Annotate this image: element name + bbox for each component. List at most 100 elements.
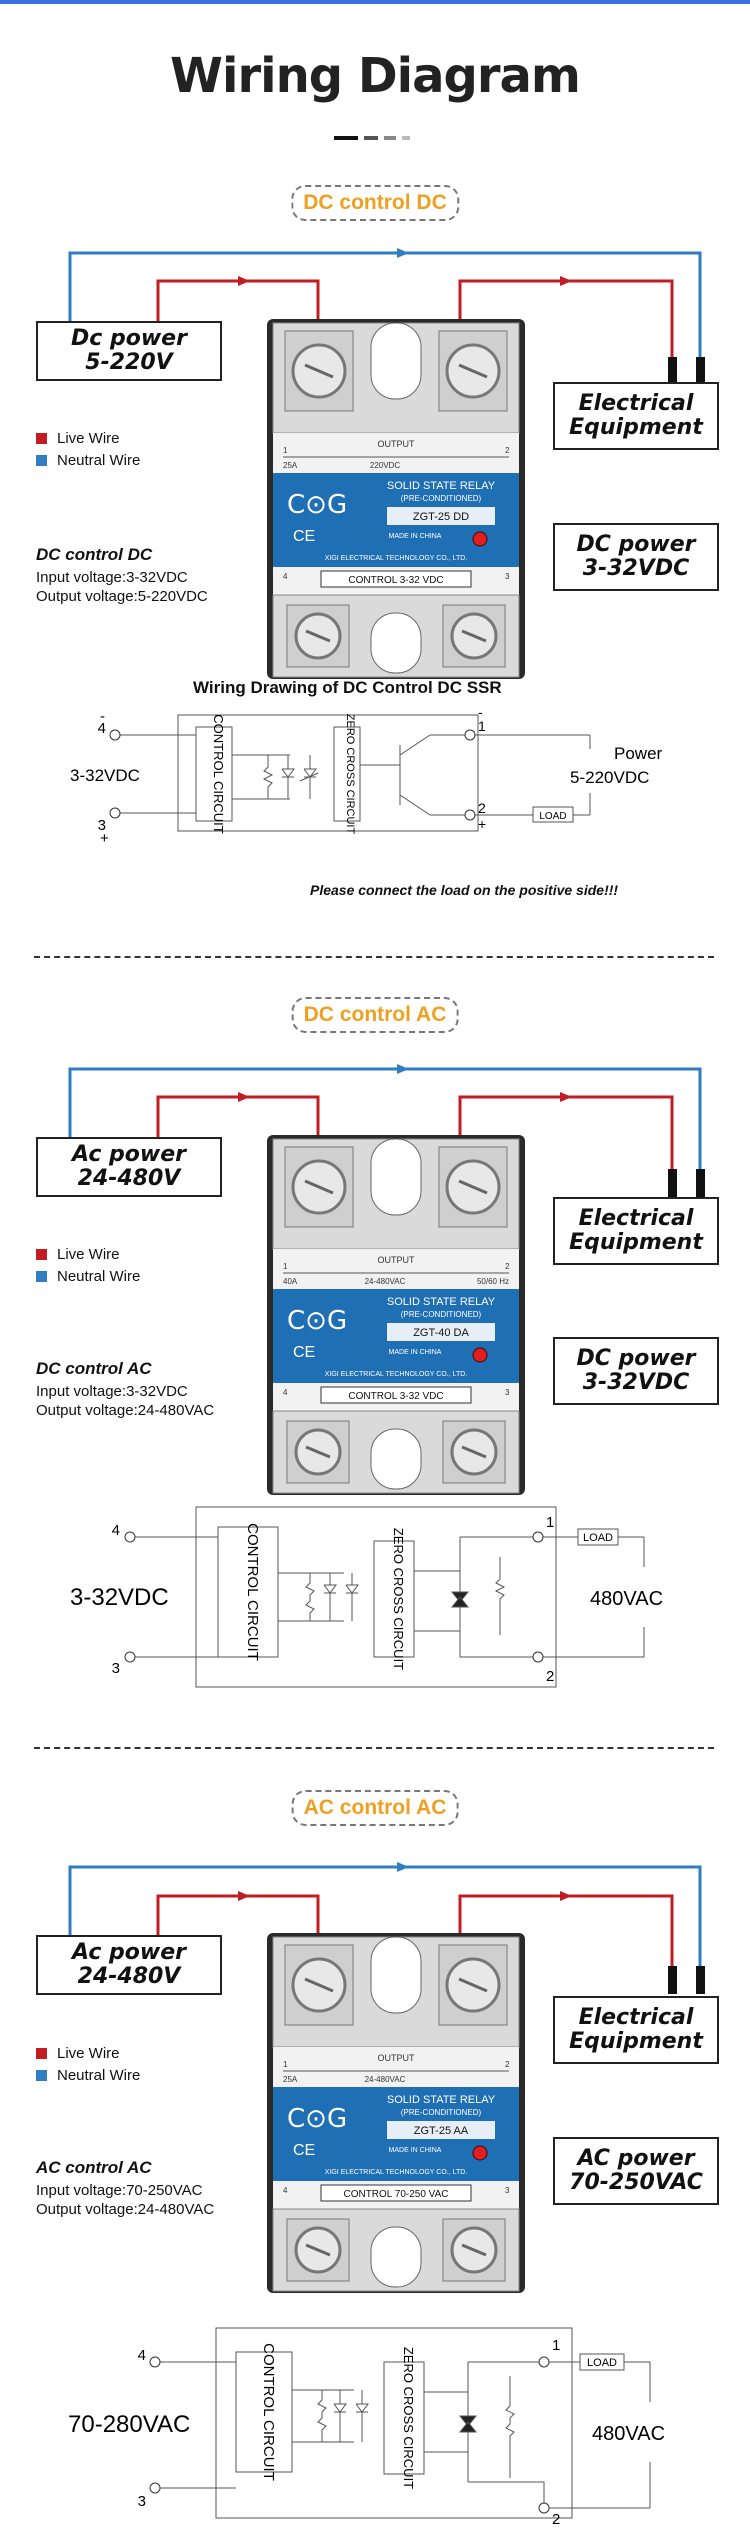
input-power-line1: Dc power	[71, 326, 187, 351]
neutral-wire-label: Neutral Wire	[57, 1267, 141, 1285]
spec-output: Output voltage:5-220VDC	[36, 588, 208, 605]
svg-text:4: 4	[283, 1388, 288, 1397]
input-power-line2: 24-480V	[77, 1964, 181, 1989]
spec-input: Input voltage:3-32VDC	[36, 1383, 188, 1400]
input-power-box: Ac power 24-480V	[36, 1137, 222, 1197]
svg-text:4: 4	[283, 572, 288, 581]
relay-led-icon	[472, 531, 488, 547]
neutral-wire-label: Neutral Wire	[57, 2066, 141, 2084]
relay-brand: C⊙G	[287, 1306, 347, 1336]
equipment-line1: Electrical	[578, 391, 694, 416]
input-power-line1: Ac power	[71, 1940, 186, 1965]
spec-description: DC control AC Input voltage:3-32VDC Outp…	[36, 1359, 214, 1420]
schematic-term-2-sign: +	[478, 816, 486, 832]
relay-output-label: OUTPUT	[378, 1255, 416, 1265]
live-wire-label: Live Wire	[57, 2044, 120, 2062]
schematic-term-3: 3	[138, 2493, 146, 2510]
schematic-term-4: 4	[112, 1522, 120, 1539]
wire-legend: Live Wire Neutral Wire	[36, 2042, 140, 2086]
relay-output-volt: 220VDC	[370, 461, 400, 470]
relay-control-label: CONTROL 3-32 VDC	[348, 575, 443, 586]
schematic-left-voltage: 70-280VAC	[68, 2411, 190, 2438]
relay-brand: C⊙G	[287, 490, 347, 520]
live-wire-swatch	[36, 2047, 47, 2059]
solid-state-relay: OUTPUT 1 2 25A 24-480VAC C⊙G CE SOLID ST…	[267, 1933, 525, 2293]
wiring-lines	[68, 1064, 705, 1197]
svg-text:3: 3	[505, 572, 510, 581]
relay-rating: 25A	[283, 2075, 298, 2084]
relay-control-label: CONTROL 3-32 VDC	[348, 1391, 443, 1402]
control-power-box: AC power 70-250VAC	[553, 2137, 719, 2205]
relay-ce: CE	[293, 528, 315, 545]
schematic-term-4: 4	[98, 720, 106, 737]
solid-state-relay: OUTPUT 1 2 25A 220VDC C⊙G CE SOLID STATE…	[267, 319, 525, 679]
relay-ce: CE	[293, 2142, 315, 2159]
schematic-term-1-sign: -	[478, 704, 483, 720]
spec-description: DC control DC Input voltage:3-32VDC Outp…	[36, 545, 208, 606]
load-warning-note: Please connect the load on the positive …	[310, 882, 619, 898]
svg-text:4: 4	[283, 2186, 288, 2195]
schematic-control-block: CONTROL CIRCUIT	[260, 2343, 277, 2481]
live-wire-label: Live Wire	[57, 429, 120, 447]
relay-made-in: MADE IN CHINA	[389, 533, 442, 540]
relay-model: ZGT-25 AA	[414, 2125, 469, 2137]
schematic-dc-dc: 4 - 3 + 3-32VDC CONTROL CIRCUIT ZERO CRO…	[70, 704, 663, 847]
relay-output-label: OUTPUT	[378, 439, 416, 449]
control-power-line2: 70-250VAC	[569, 2170, 703, 2195]
relay-model-line1: SOLID STATE RELAY	[387, 480, 496, 492]
section-separator	[34, 1747, 714, 1749]
section-ac-control-ac: AC control AC Ac power 24-480V Electrica…	[0, 1790, 750, 2530]
relay-model-line1: SOLID STATE RELAY	[387, 2094, 496, 2106]
relay-freq: 50/60 Hz	[477, 1277, 509, 1286]
schematic-left-voltage: 3-32VDC	[70, 766, 140, 785]
relay-output-label: OUTPUT	[378, 2053, 416, 2063]
relay-control-label: CONTROL 70-250 VAC	[343, 2189, 448, 2200]
relay-brand: C⊙G	[287, 2104, 347, 2134]
schematic-right-voltage: 480VAC	[590, 1588, 663, 1610]
schematic-zero-block: ZERO CROSS CIRCUIT	[344, 714, 356, 835]
schematic-term-1: 1	[478, 718, 486, 734]
section-title: DC control DC	[291, 185, 459, 221]
equipment-line2: Equipment	[569, 2029, 703, 2054]
neutral-wire-swatch	[36, 2069, 47, 2081]
neutral-wire-swatch	[36, 454, 47, 466]
relay-output-volt: 24-480VAC	[365, 1277, 406, 1286]
svg-text:2: 2	[505, 2060, 510, 2069]
schematic-right-voltage: 5-220VDC	[570, 768, 649, 787]
relay-model-line2: (PRE-CONDITIONED)	[401, 1310, 482, 1319]
relay-led-icon	[472, 2145, 488, 2161]
schematic-control-block: CONTROL CIRCUIT	[211, 714, 226, 833]
schematic-control-block: CONTROL CIRCUIT	[244, 1523, 261, 1661]
equipment-line1: Electrical	[578, 1206, 694, 1231]
neutral-wire-swatch	[36, 1270, 47, 1282]
relay-rating: 25A	[283, 461, 298, 470]
relay-led-icon	[472, 1347, 488, 1363]
section-title: DC control AC	[291, 997, 459, 1033]
relay-model-line2: (PRE-CONDITIONED)	[401, 2108, 482, 2117]
input-power-box: Dc power 5-220V	[36, 321, 222, 381]
spec-output: Output voltage:24-480VAC	[36, 1402, 215, 1419]
control-power-line1: DC power	[576, 1346, 696, 1371]
relay-model-line1: SOLID STATE RELAY	[387, 1296, 496, 1308]
section-separator	[34, 956, 714, 958]
page-title: Wiring Diagram	[170, 48, 581, 104]
wiring-lines	[68, 1862, 705, 1994]
schematic-term-4: 4	[138, 2347, 146, 2364]
relay-model: ZGT-40 DA	[413, 1327, 469, 1339]
relay-model: ZGT-25 DD	[413, 511, 469, 523]
equipment-box: Electrical Equipment	[553, 382, 719, 450]
schematic-term-2: 2	[478, 800, 486, 816]
spec-input: Input voltage:70-250VAC	[36, 2182, 203, 2199]
schematic-power-label: Power	[614, 744, 663, 763]
schematic-dc-ac: 4 3 3-32VDC CONTROL CIRCUIT ZERO CROSS C…	[70, 1506, 663, 1688]
schematic-zero-block: ZERO CROSS CIRCUIT	[401, 2347, 416, 2489]
wiring-lines	[68, 248, 705, 385]
equipment-line2: Equipment	[569, 1230, 703, 1255]
schematic-term-3: 3	[98, 817, 106, 834]
schematic-term-3-sign: +	[100, 830, 109, 847]
relay-company: XIGI ELECTRICAL TECHNOLOGY CO., LTD.	[325, 2169, 468, 2176]
svg-text:2: 2	[505, 1262, 510, 1271]
control-power-line1: AC power	[577, 2146, 695, 2171]
schematic-load: LOAD	[583, 1532, 613, 1544]
spec-title: DC control DC	[36, 545, 153, 564]
